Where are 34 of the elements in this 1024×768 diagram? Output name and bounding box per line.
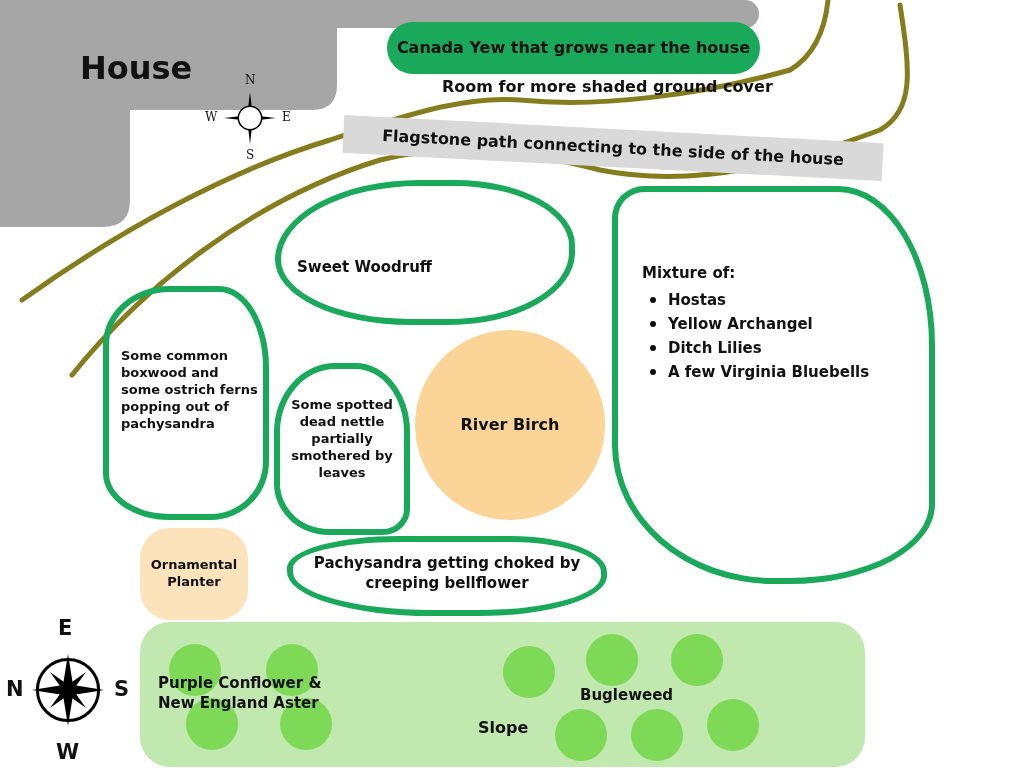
- plant-label: Purple Conflower & New England Aster: [158, 674, 323, 713]
- garden-bed: [103, 286, 269, 520]
- bed-heading: Mixture of:: [642, 264, 737, 284]
- bed-label: Some common boxwood and some ostrich ferns popping out of pachysandra: [121, 348, 259, 433]
- slope-label: Slope: [478, 718, 529, 739]
- compass-letter: W: [56, 740, 80, 764]
- garden-bed: [612, 186, 935, 584]
- hedge-label: Canada Yew that grows near the house: [395, 37, 752, 59]
- list-item: Hostas: [650, 287, 870, 312]
- planter-box: [140, 528, 248, 620]
- compass-letter: W: [205, 110, 218, 124]
- bed-label: Pachysandra getting choked by creeping bellflower: [312, 554, 582, 593]
- garden-bed: [274, 363, 410, 535]
- compass-letter: S: [114, 677, 130, 701]
- garden-bed: [287, 536, 607, 616]
- compass-letter: N: [245, 73, 256, 87]
- planter-label: Ornamental Planter: [149, 557, 239, 591]
- list-item: Ditch Lilies: [650, 335, 870, 360]
- path-label: Flagstone path connecting to the side of the house: [380, 125, 846, 171]
- house-label: House: [80, 48, 193, 89]
- compass-letter: N: [6, 677, 24, 701]
- compass-letter: E: [58, 616, 73, 640]
- garden-bed: [275, 180, 575, 325]
- compass-letter: E: [282, 110, 291, 124]
- list-item: Yellow Archangel: [650, 311, 870, 336]
- bed-label: Sweet Woodruff: [297, 258, 432, 278]
- note-label: Room for more shaded ground cover: [442, 77, 773, 96]
- list-item: A few Virginia Bluebells: [650, 359, 870, 384]
- plant-label: Bugleweed: [580, 686, 674, 706]
- tree-label: River Birch: [459, 414, 561, 436]
- hedge-bar: [387, 22, 760, 74]
- slope-area: [140, 622, 865, 767]
- compass-letter: S: [246, 148, 255, 162]
- bed-label: Some spotted dead nettle partially smothered by leaves: [290, 397, 394, 482]
